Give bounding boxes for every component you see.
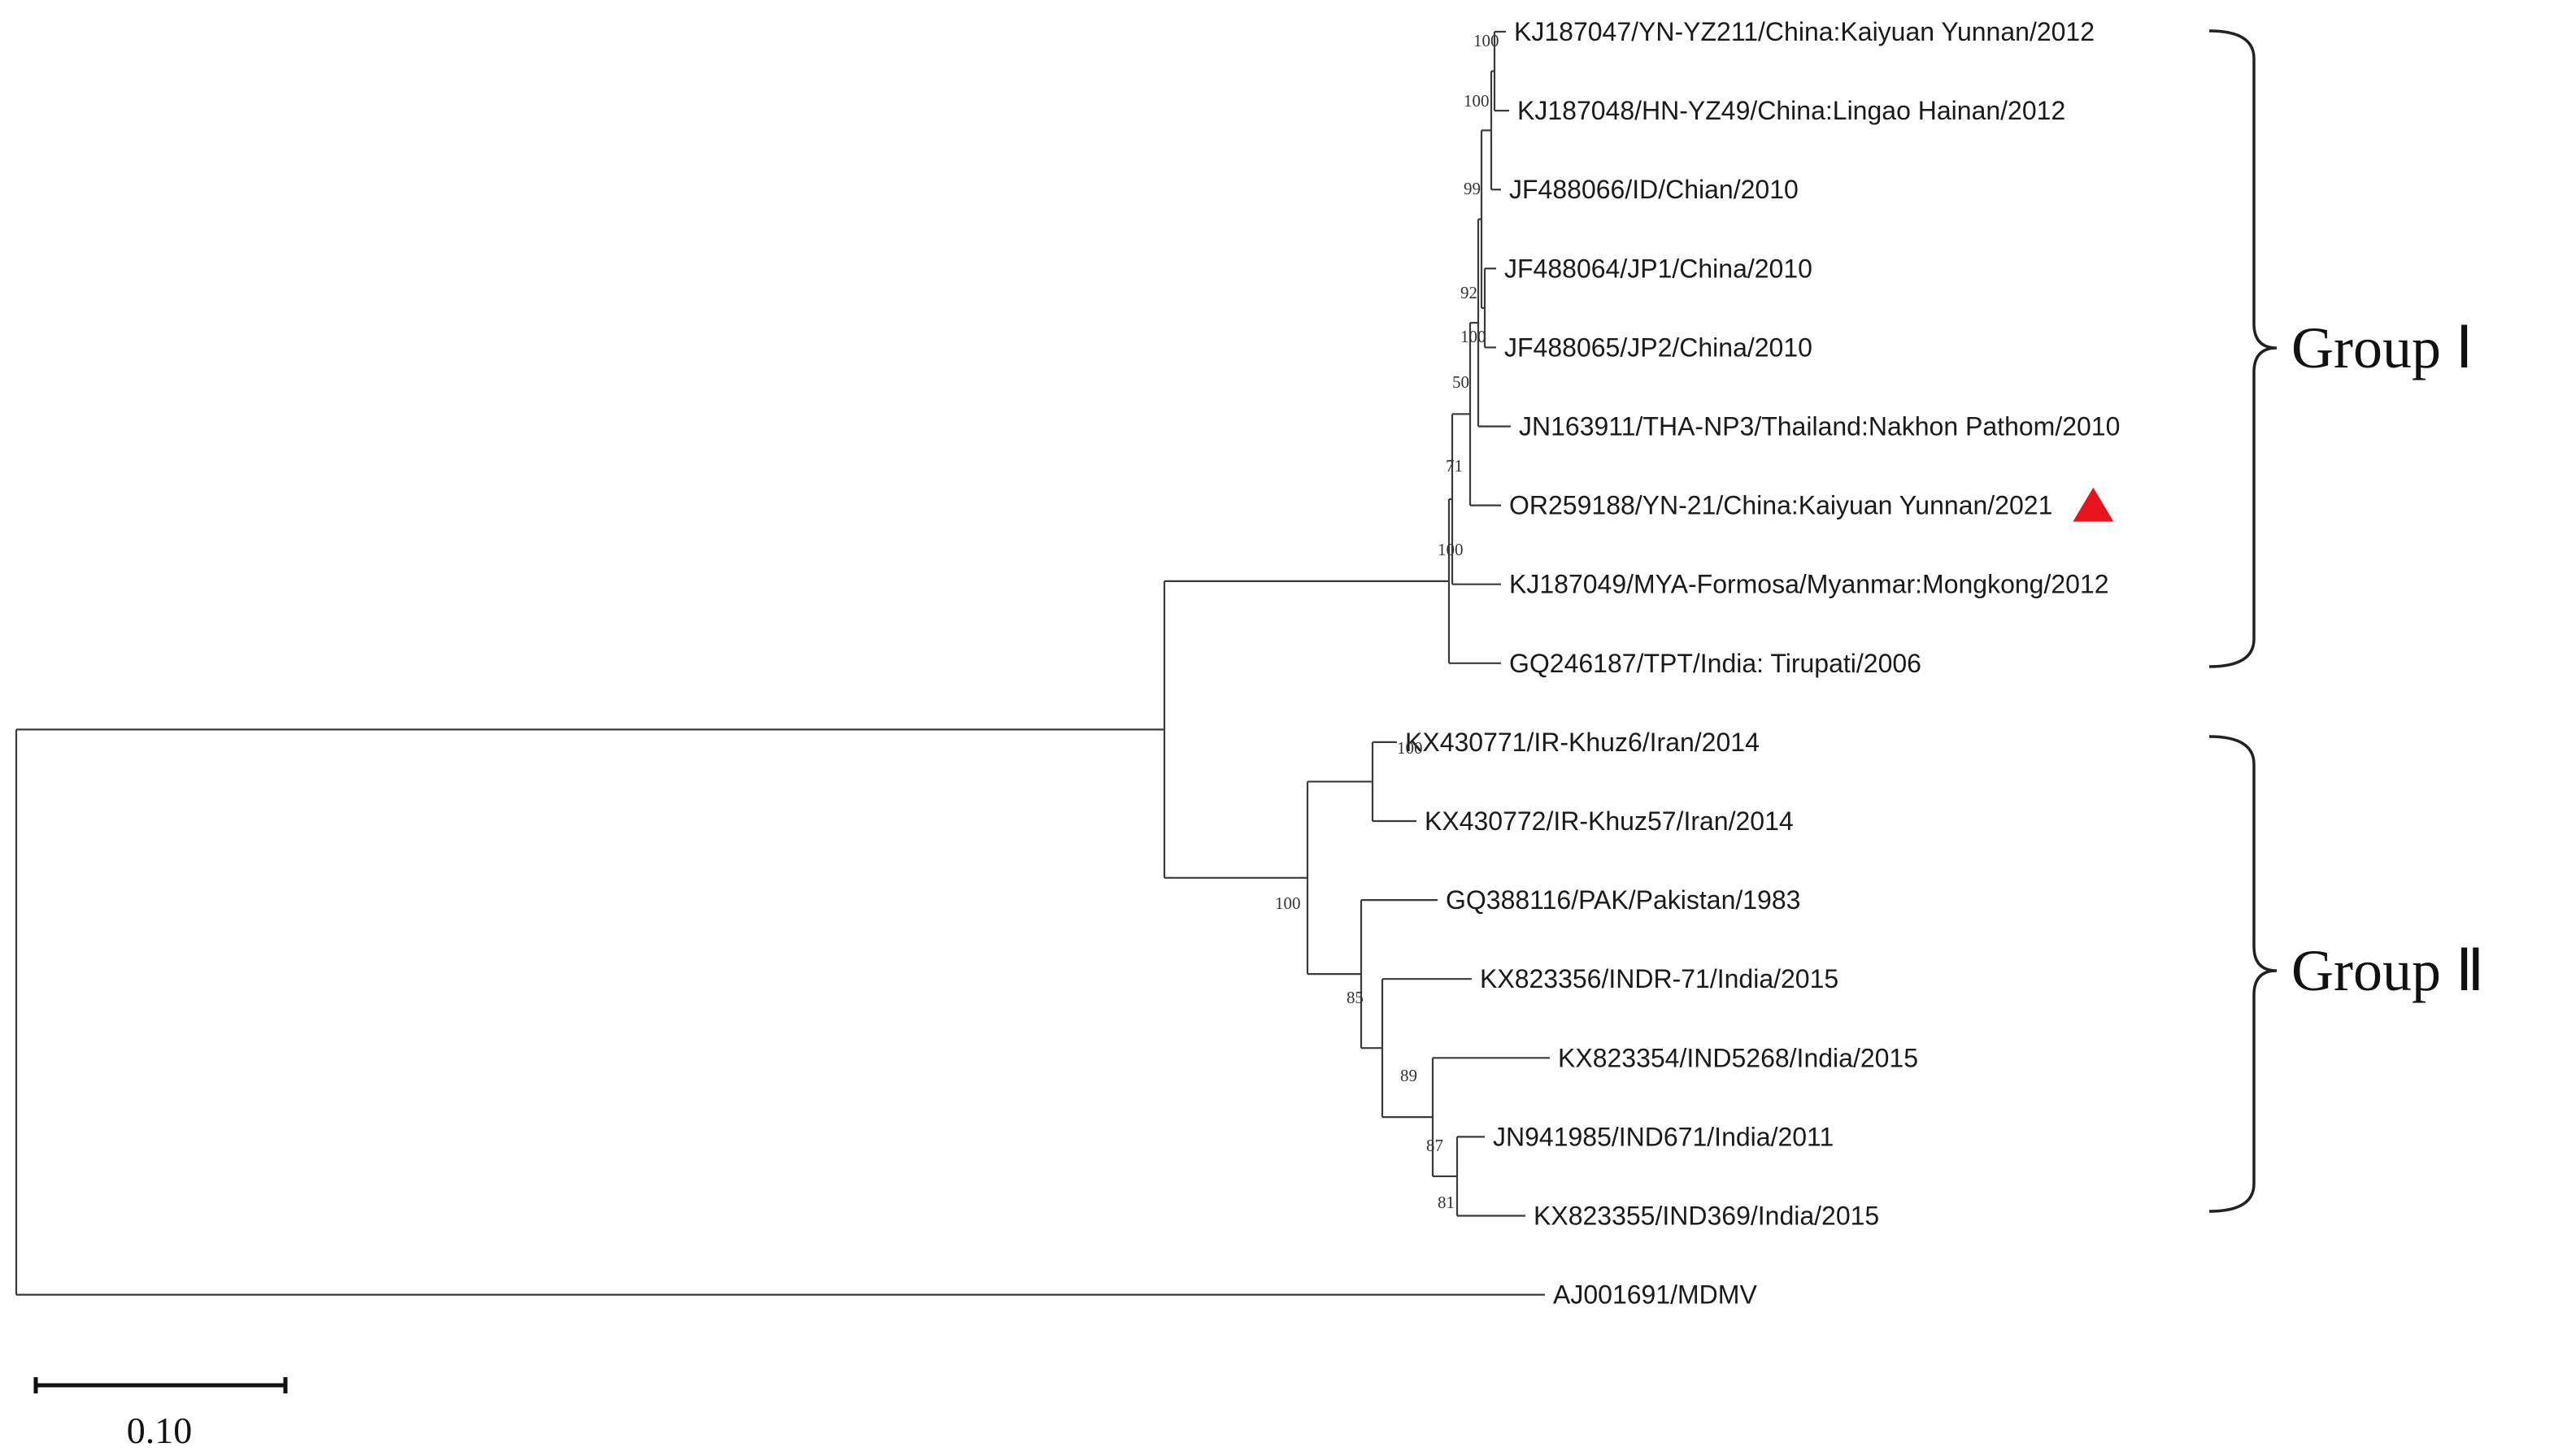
leaf-label: GQ388116/PAK/Pakistan/1983 [1446, 885, 1800, 915]
leaf-label: KX430772/IR-Khuz57/Iran/2014 [1425, 806, 1794, 836]
bootstrap-value: 100 [1460, 327, 1486, 346]
leaf-label: JF488064/JP1/China/2010 [1504, 254, 1812, 283]
bootstrap-value: 81 [1438, 1193, 1455, 1212]
group-1-label: Group Ⅰ [2291, 315, 2473, 380]
scale-bar-label: 0.10 [127, 1410, 193, 1451]
leaf-label: KX823355/IND369/India/2015 [1534, 1202, 1879, 1231]
bootstrap-value: 87 [1426, 1136, 1443, 1155]
leaf-label: KJ187047/YN-YZ211/China:Kaiyuan Yunnan/2… [1514, 17, 2095, 46]
leaf-label: AJ001691/MDMV [1553, 1280, 1757, 1310]
red-triangle-icon [2073, 487, 2114, 522]
leaf-label: OR259188/YN-21/China:Kaiyuan Yunnan/2021 [1509, 491, 2052, 520]
bootstrap-value: 85 [1347, 988, 1364, 1007]
group-1-brace [2208, 29, 2278, 668]
group-2-label: Group Ⅱ [2291, 938, 2484, 1003]
leaf-label: KJ187048/HN-YZ49/China:Lingao Hainan/201… [1517, 96, 2065, 125]
group-2-annotation: Group Ⅱ [2208, 735, 2484, 1213]
bootstrap-value: 71 [1446, 456, 1463, 476]
leaf-label: KJ187049/MYA-Formosa/Myanmar:Mongkong/20… [1509, 570, 2109, 599]
bootstrap-value: 92 [1460, 283, 1477, 302]
group-2-brace [2208, 735, 2278, 1213]
leaf-label: KX430771/IR-Khuz6/Iran/2014 [1405, 728, 1760, 757]
leaf-label: GQ246187/TPT/India: Tirupati/2006 [1509, 649, 1921, 678]
leaf-labels: KJ187047/YN-YZ211/China:Kaiyuan Yunnan/2… [1405, 17, 2120, 1310]
scale-bar: 0.10 [33, 1377, 288, 1451]
leaf-label: JN163911/THA-NP3/Thailand:Nakhon Pathom/… [1519, 412, 2120, 441]
leaf-label: JN941985/IND671/India/2011 [1493, 1122, 1834, 1151]
tree-branches [15, 30, 1550, 1296]
bootstrap-values: 100 100 99 92 100 50 71 100 100 100 85 89 87 81 [1275, 31, 1499, 1212]
group-1-annotation: Group Ⅰ [2208, 29, 2473, 668]
leaf-markers [2073, 487, 2114, 522]
leaf-label: KX823354/IND5268/India/2015 [1558, 1043, 1918, 1072]
leaf-label: JF488066/ID/Chian/2010 [1509, 175, 1799, 204]
bootstrap-value: 100 [1473, 31, 1499, 50]
leaf-label: KX823356/INDR-71/India/2015 [1480, 964, 1838, 993]
leaf-label: JF488065/JP2/China/2010 [1504, 332, 1812, 362]
bootstrap-value: 100 [1275, 893, 1301, 913]
bootstrap-value: 50 [1452, 372, 1469, 392]
bootstrap-value: 99 [1464, 179, 1481, 198]
bootstrap-value: 100 [1397, 738, 1423, 758]
bootstrap-value: 89 [1400, 1066, 1417, 1085]
bootstrap-value: 100 [1464, 91, 1490, 111]
bootstrap-value: 100 [1438, 540, 1464, 559]
